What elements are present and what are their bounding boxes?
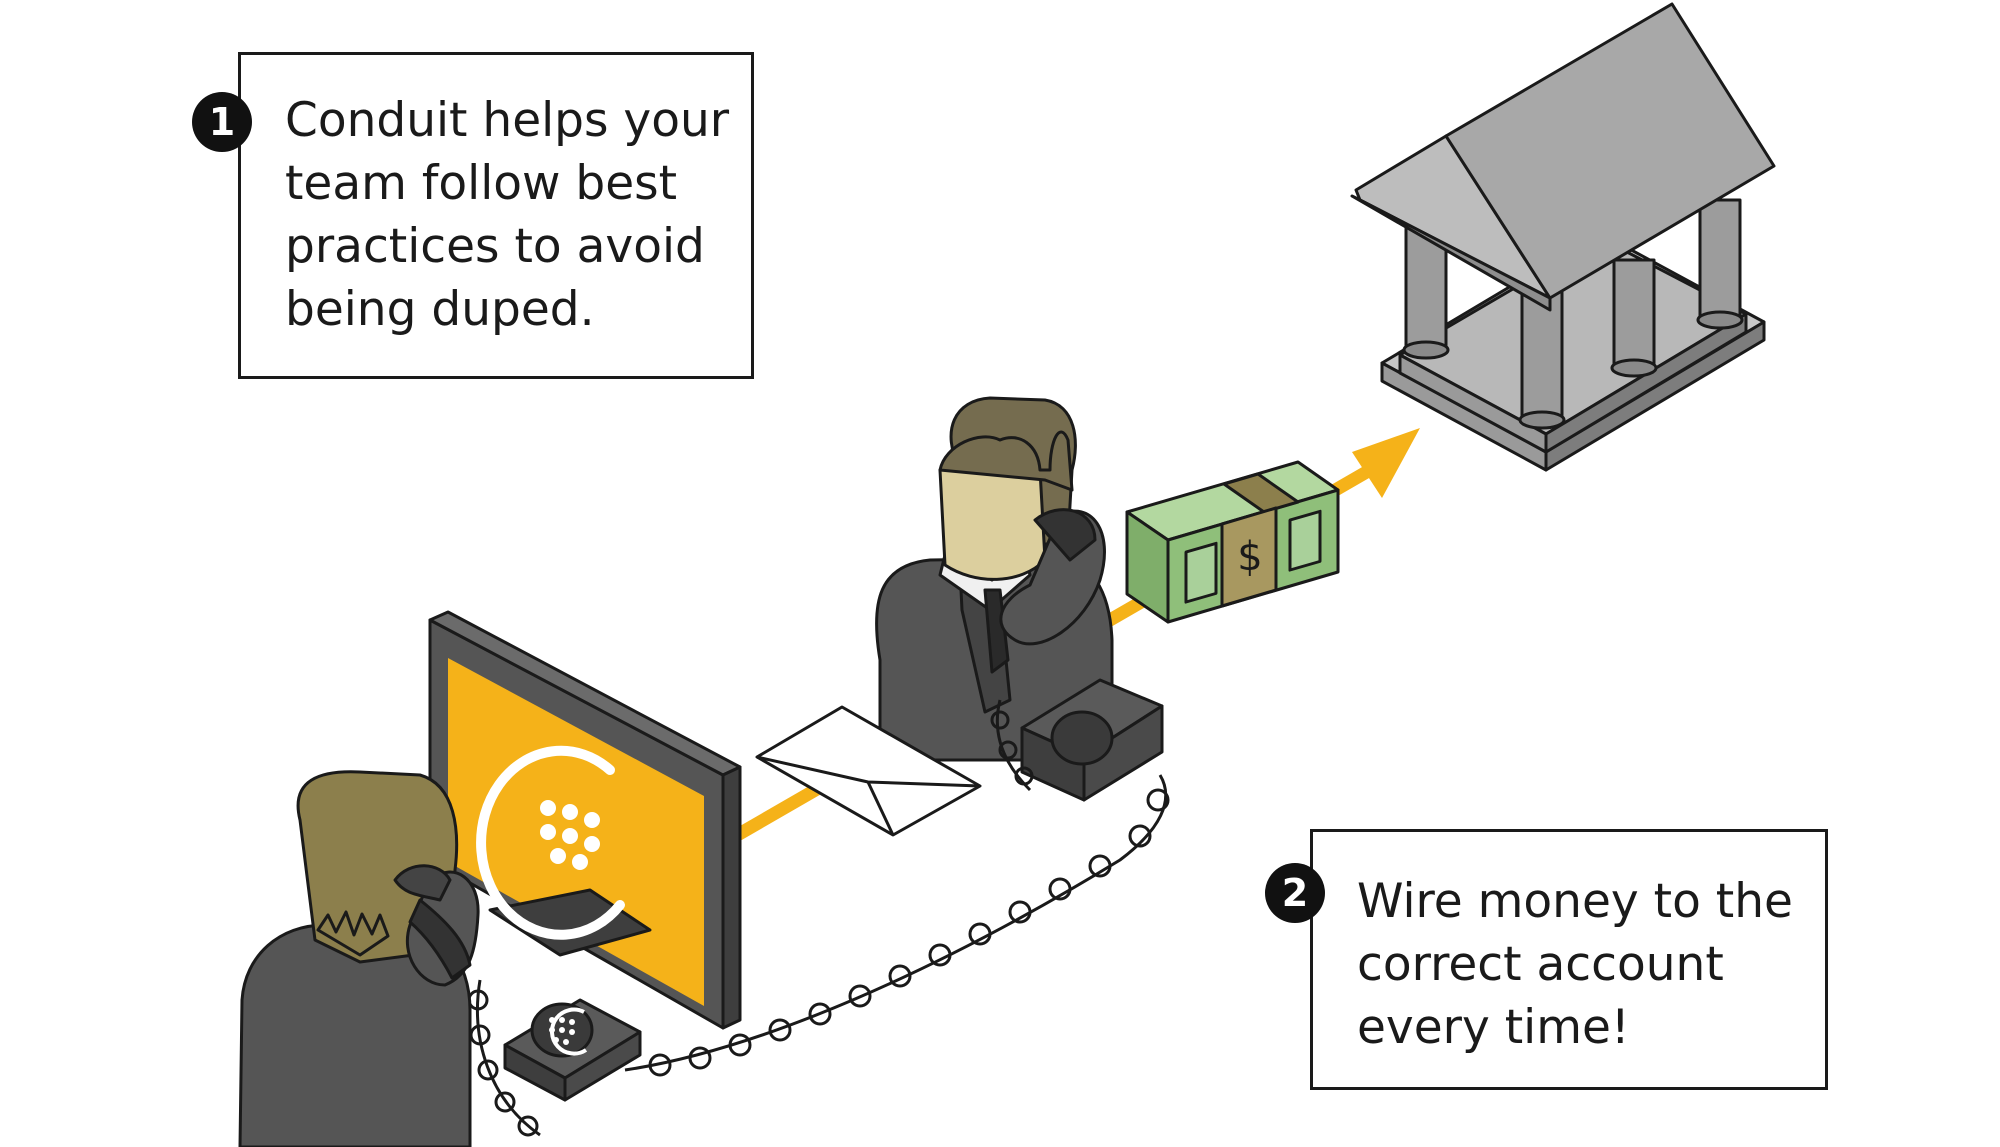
phone-cord-icon [467,699,1170,1137]
callout-box-1: Conduit helps your team follow best prac… [238,52,754,379]
callout-box-2: Wire money to the correct account every … [1310,829,1828,1090]
bank-building-icon [1350,2,1776,472]
desk-phone-icon [503,998,642,1102]
remote-caller-person-icon [875,396,1114,762]
cash-symbol: $ [1237,534,1262,580]
callout-text-1: Conduit helps your team follow best prac… [285,93,730,337]
desk-phone-icon [1020,678,1164,802]
step-badge-1: 1 [192,92,252,152]
callout-text-2: Wire money to the correct account every … [1357,874,1793,1055]
conduit-logo-icon [476,745,625,940]
local-caller-person-icon [238,770,480,1147]
envelope-icon [755,705,982,837]
step-badge-2: 2 [1265,863,1325,923]
cash-stack-icon: $ [1125,460,1340,624]
